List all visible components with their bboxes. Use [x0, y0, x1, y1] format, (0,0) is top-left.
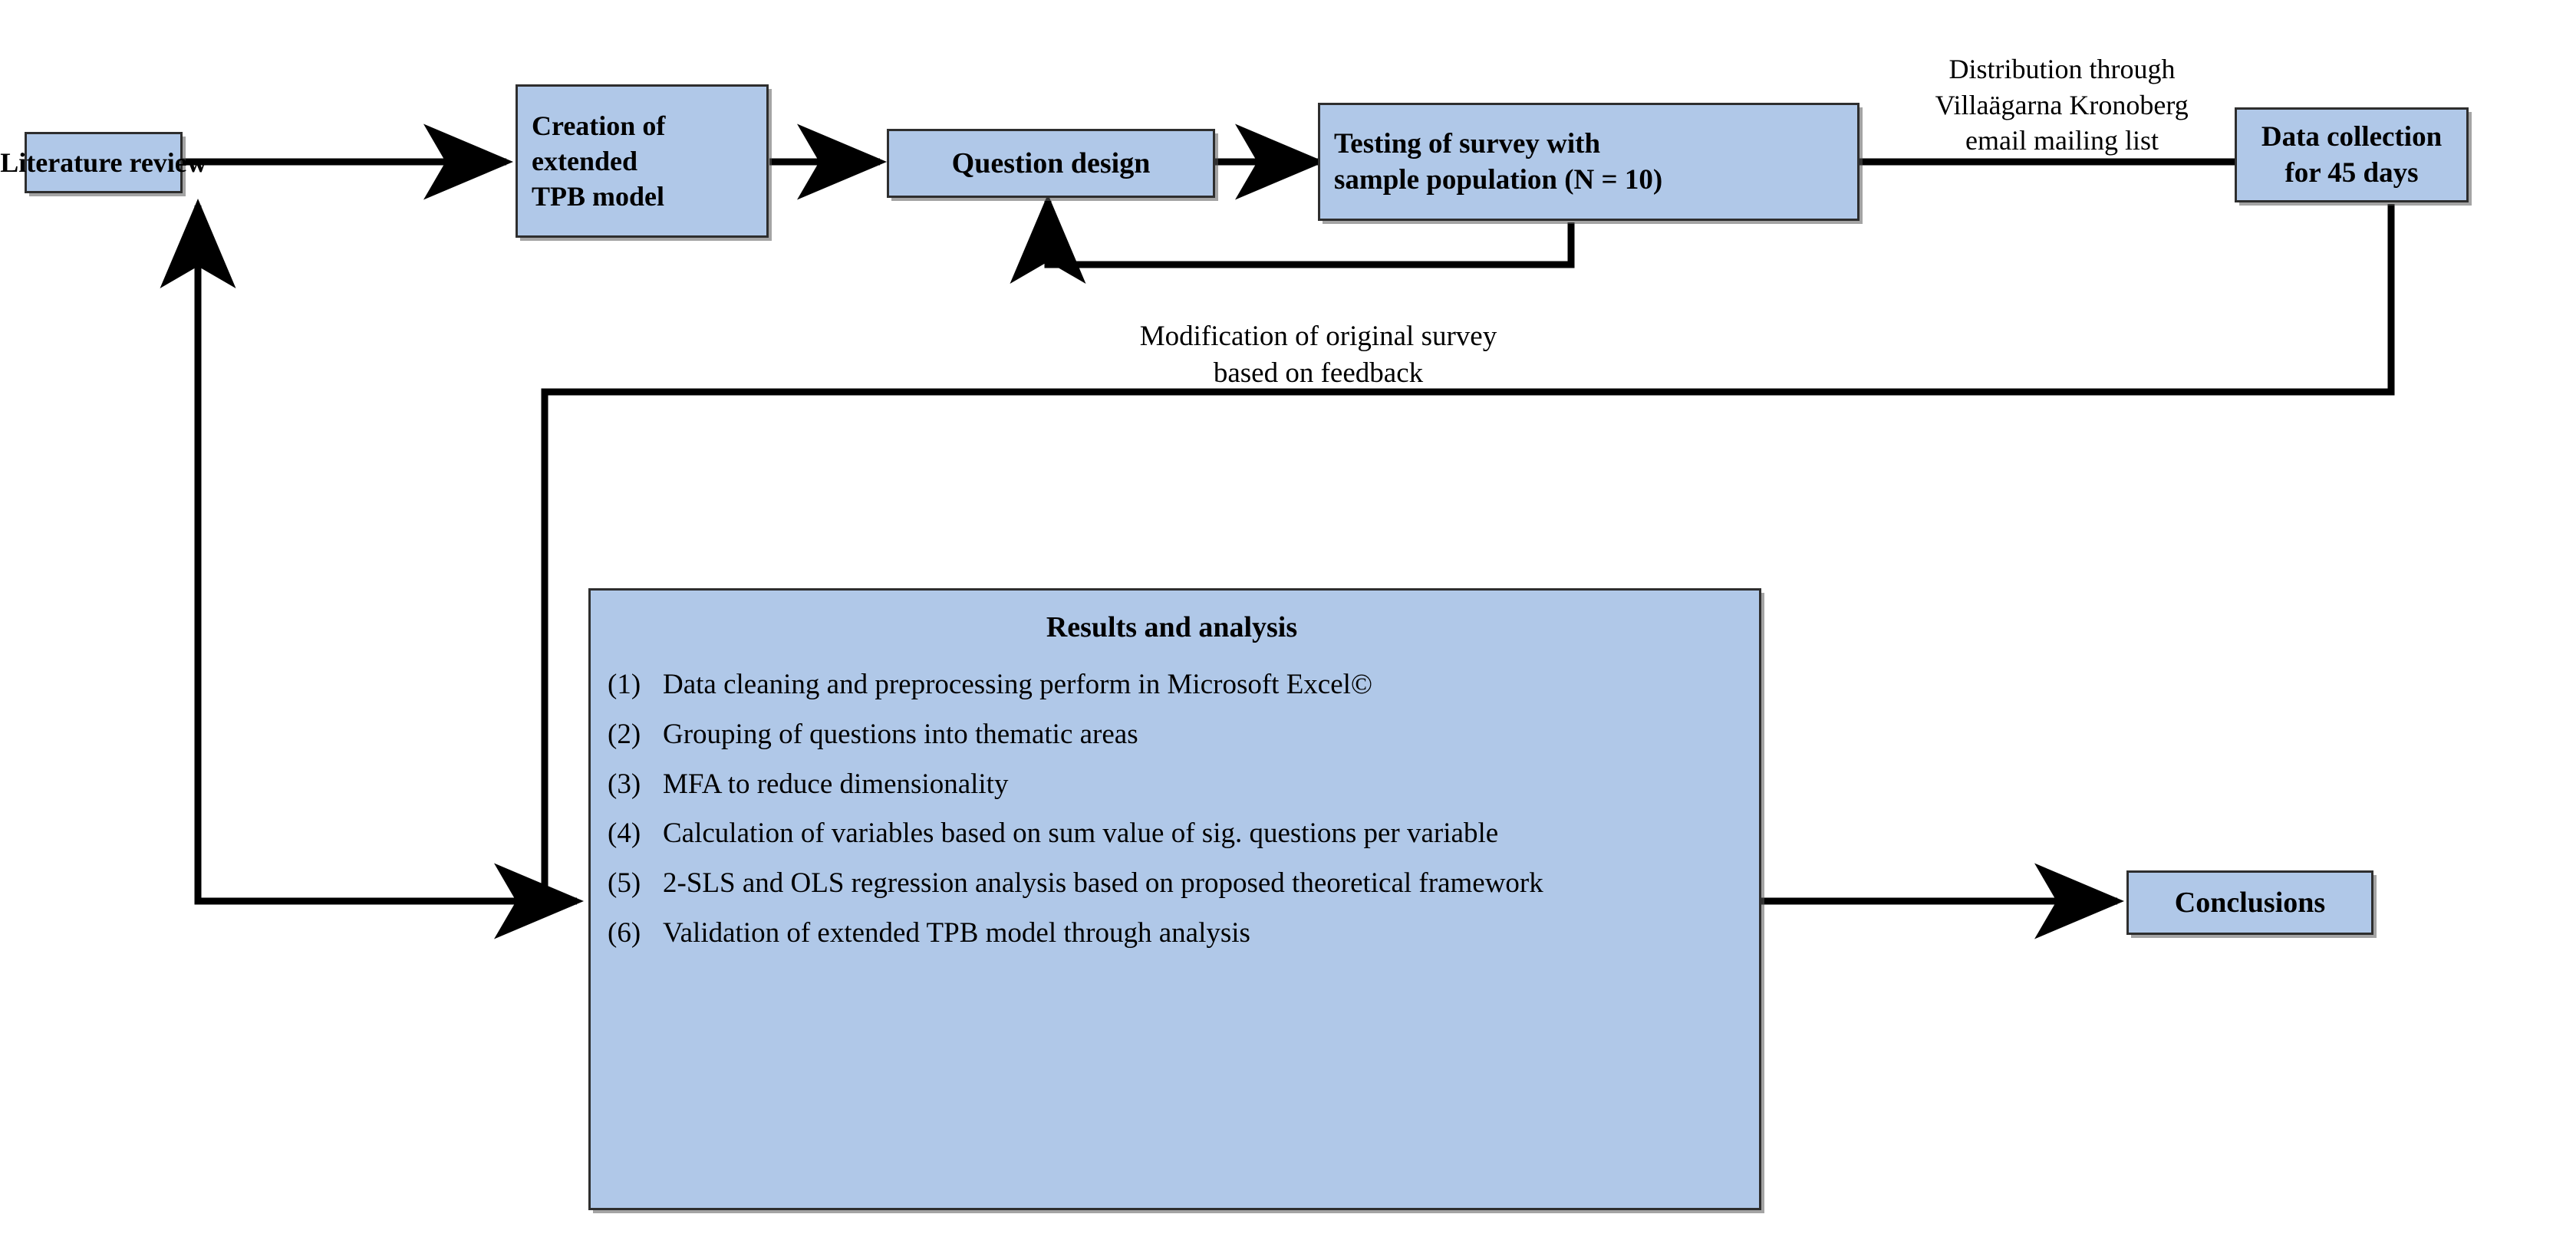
- results-item-number: (5): [608, 867, 641, 899]
- node-creation-extended-tpb-model[interactable]: Creation of extended TPB model: [516, 84, 769, 238]
- results-item-number: (4): [608, 818, 641, 850]
- edge-label-distribution-line-3: email mailing list: [1965, 125, 2159, 156]
- results-panel-title: Results and analysis: [1046, 611, 1298, 643]
- edge-results-to-literature: [160, 199, 545, 905]
- edge-label-modification-line-1: Modification of original survey: [1139, 321, 1497, 353]
- results-list-item: (5) 2-SLS and OLS regression analysis ba…: [608, 863, 1736, 905]
- node-data-collection-line-1: Data collection: [2261, 120, 2443, 153]
- node-question-design-label: Question design: [951, 146, 1151, 179]
- node-creation-line-3: TPB model: [532, 181, 665, 212]
- results-list-item: (3) MFA to reduce dimensionality: [608, 764, 1736, 806]
- node-literature-review[interactable]: Literature review: [0, 132, 207, 193]
- results-item-text: Validation of extended TPB model through…: [663, 916, 1250, 949]
- results-item-text: Data cleaning and preprocessing perform …: [663, 669, 1373, 700]
- edge-label-distribution: Distribution through Villaägarna Kronobe…: [1841, 15, 2255, 195]
- node-creation-line-1: Creation of: [532, 110, 666, 141]
- edge-label-modification-line-2: based on feedback: [1213, 357, 1424, 390]
- results-item-number: (2): [608, 718, 641, 750]
- results-item-text: Calculation of variables based on sum va…: [663, 818, 1499, 850]
- results-item-text: Grouping of questions into thematic area…: [663, 718, 1138, 750]
- results-and-analysis-panel[interactable]: Results and analysis (1) Data cleaning a…: [588, 588, 1761, 1210]
- node-literature-review-label: Literature review: [0, 146, 207, 178]
- results-item-number: (3): [608, 768, 641, 800]
- results-item-text: MFA to reduce dimensionality: [663, 768, 1009, 800]
- node-question-design[interactable]: Question design: [887, 129, 1215, 198]
- results-list-item: (4) Calculation of variables based on su…: [608, 813, 1736, 855]
- results-list-item: (2) Grouping of questions into thematic …: [608, 714, 1736, 756]
- edge-label-distribution-line-1: Distribution through: [1948, 53, 2176, 84]
- edge-label-distribution-line-2: Villaägarna Kronoberg: [1935, 89, 2189, 120]
- results-item-number: (6): [608, 916, 641, 949]
- results-list-item: (1) Data cleaning and preprocessing perf…: [608, 664, 1736, 706]
- results-item-text: 2-SLS and OLS regression analysis based …: [663, 867, 1543, 899]
- node-data-collection-line-2: for 45 days: [2284, 157, 2419, 189]
- results-list-item: (6) Validation of extended TPB model thr…: [608, 913, 1736, 955]
- node-testing-line-1: Testing of survey with: [1334, 127, 1601, 160]
- node-testing-of-survey[interactable]: Testing of survey with sample population…: [1318, 103, 1860, 221]
- node-creation-line-2: extended: [532, 145, 637, 176]
- node-conclusions[interactable]: Conclusions: [2126, 870, 2373, 935]
- node-testing-line-2: sample population (N = 10): [1334, 164, 1663, 196]
- node-conclusions-label: Conclusions: [2174, 886, 2326, 919]
- edge-label-modification: Modification of original survey based on…: [1020, 281, 1588, 429]
- results-item-number: (1): [608, 669, 641, 700]
- node-data-collection[interactable]: Data collection for 45 days: [2235, 107, 2469, 202]
